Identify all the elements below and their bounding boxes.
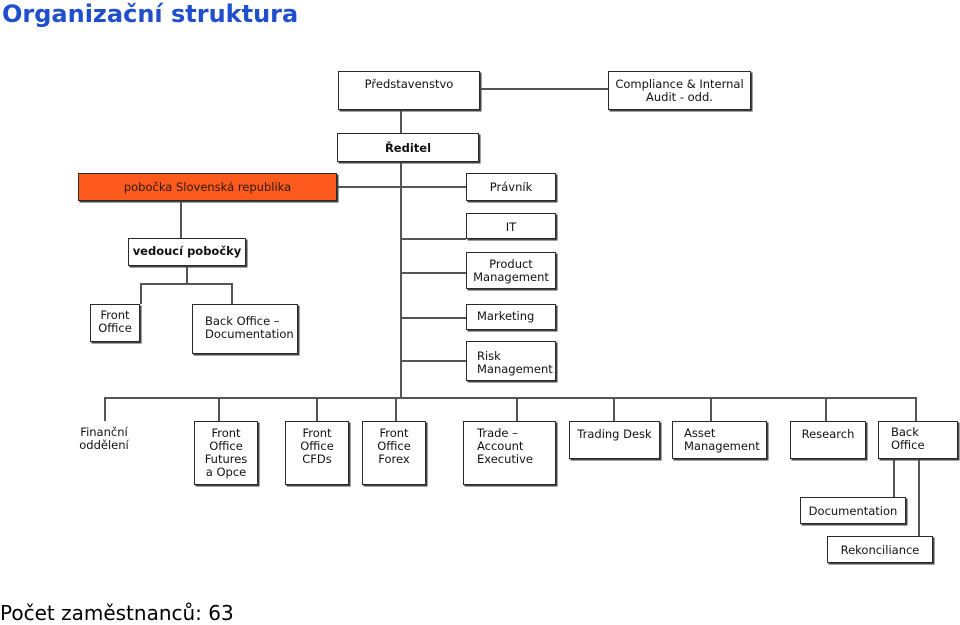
page-title: Organizační struktura (2, 0, 299, 28)
node-front-office-forex: Front Office Forex (362, 421, 426, 485)
node-trading-desk: Trading Desk (569, 421, 660, 459)
node-pravnik: Právník (466, 173, 556, 201)
employee-count: Počet zaměstnanců: 63 (0, 601, 234, 625)
node-vedouci-pobocky: vedoucí pobočky (128, 238, 246, 266)
node-financni-oddeleni: Finanční oddělení (79, 425, 129, 452)
node-asset-management: Asset Management (672, 421, 767, 459)
node-reditel: Ředitel (337, 133, 479, 162)
node-marketing: Marketing (466, 304, 556, 330)
node-front-office-cfds: Front Office CFDs (285, 421, 349, 485)
node-predstavenstvo: Představenstvo (338, 71, 480, 110)
node-pobocka: pobočka Slovenská republika (78, 173, 337, 201)
node-trade-account-executive: Trade – Account Executive (463, 421, 556, 485)
node-front-office-futures: Front Office Futures a Opce (194, 421, 258, 485)
node-rekonciliance: Rekonciliance (827, 536, 933, 563)
node-research: Research (790, 421, 866, 459)
node-product-management: Product Management (466, 252, 556, 289)
node-back-office: Back Office (878, 421, 958, 459)
node-front-office: Front Office (90, 304, 140, 342)
node-risk-management: Risk Management (466, 341, 556, 381)
node-back-office-documentation: Back Office – Documentation (192, 304, 298, 354)
node-documentation: Documentation (800, 497, 906, 524)
node-compliance: Compliance & Internal Audit - odd. (608, 71, 751, 110)
node-it: IT (466, 213, 556, 239)
